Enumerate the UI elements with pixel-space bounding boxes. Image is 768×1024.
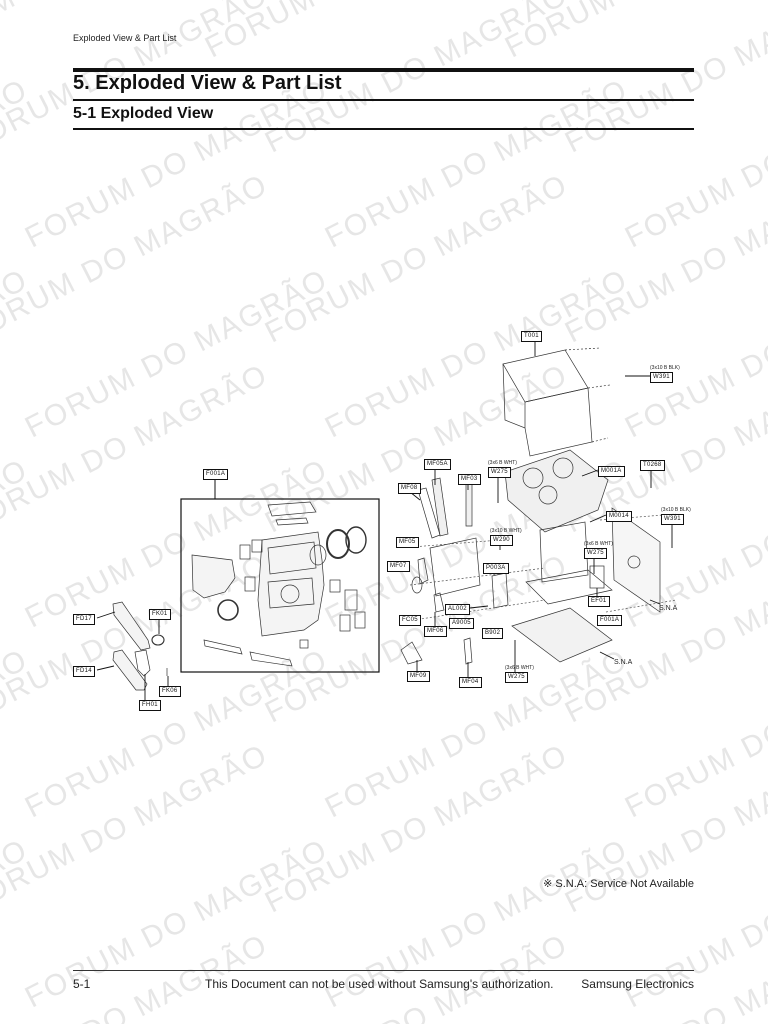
part-spec: (3x10 B BLK): [661, 507, 691, 513]
part-label: FC05: [399, 615, 421, 626]
part-label: M0014: [606, 511, 632, 522]
part-label: T0268: [640, 460, 665, 471]
sna-note: ※ S.N.A: Service Not Available: [543, 878, 694, 890]
part-label: FD14: [73, 666, 95, 677]
part-label: FH01: [139, 700, 161, 711]
rule-middle: [73, 99, 694, 101]
part-label: MF04: [459, 677, 482, 688]
sna-label: S.N.A: [659, 605, 678, 612]
sna-label: S.N.A: [614, 659, 633, 666]
part-label: W275: [505, 672, 528, 683]
part-label: AL002: [445, 604, 470, 615]
part-spec: (3x10 B WHT): [490, 528, 522, 534]
running-head: Exploded View & Part List: [73, 33, 177, 43]
part-label: P003A: [483, 563, 509, 574]
part-label: F001A: [203, 469, 229, 480]
part-label: MF05A: [424, 459, 451, 470]
part-label: MF08: [398, 483, 421, 494]
part-spec: (3x6 B WHT): [488, 460, 517, 466]
part-label: MF07: [387, 561, 410, 572]
part-spec: (3x6 B WHT): [584, 541, 613, 547]
part-spec: (3x6 B WHT): [505, 665, 534, 671]
part-label: W391: [650, 372, 673, 383]
section-title: 5-1 Exploded View: [73, 105, 214, 122]
part-label: MF05: [396, 537, 419, 548]
footer-rule: [73, 970, 694, 971]
part-label: FK06: [159, 686, 181, 697]
page-number: 5-1: [73, 977, 91, 991]
part-label: A9005: [449, 618, 474, 629]
part-label: MF06: [424, 626, 447, 637]
part-label: F001A: [597, 615, 623, 626]
part-label: W290: [490, 535, 513, 546]
part-label: W275: [488, 467, 511, 478]
part-label: MF03: [458, 474, 481, 485]
authorization-notice: This Document can not be used without Sa…: [205, 977, 554, 991]
rule-bottom: [73, 128, 694, 130]
part-spec: (3x10 B BLK): [650, 365, 680, 371]
part-label: FK01: [149, 609, 171, 620]
part-label: EF01: [588, 596, 610, 607]
part-label: W275: [584, 548, 607, 559]
part-label: W391: [661, 514, 684, 525]
rule-top: [73, 68, 694, 72]
part-label: T001: [521, 331, 542, 342]
part-label: B902: [482, 628, 504, 639]
part-label: FD17: [73, 614, 95, 625]
company-name: Samsung Electronics: [581, 977, 694, 991]
part-label: M001A: [598, 466, 625, 477]
chapter-title: 5. Exploded View & Part List: [73, 72, 342, 94]
part-label: MF09: [407, 671, 430, 682]
